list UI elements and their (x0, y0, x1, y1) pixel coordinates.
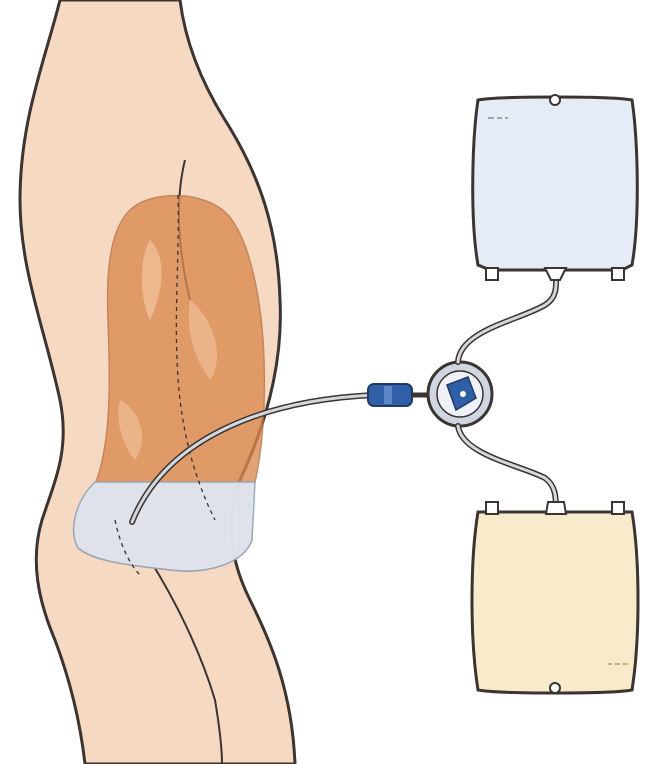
drain-bag-inlet (546, 502, 566, 514)
fluid-pool (74, 482, 255, 571)
fresh-bag-hanger-hole (550, 95, 560, 105)
tube-to-fresh-bag (458, 274, 556, 362)
valve-pin (460, 391, 466, 397)
drain-bag-port-right (612, 502, 624, 514)
drainage-bag (472, 502, 638, 693)
tube-to-drain-bag-inner (458, 426, 556, 510)
connector-band (384, 386, 392, 404)
fresh-solution-bag (473, 95, 638, 280)
drain-bag-port-left (486, 502, 498, 514)
tube-to-drain-bag (458, 426, 556, 510)
fresh-bag-body (473, 97, 638, 270)
drain-bag-hanger-hole (550, 683, 560, 693)
drain-bag-body (472, 512, 638, 693)
catheter-connector (368, 384, 412, 406)
transfer-set-valve (428, 362, 492, 426)
fresh-bag-outlet (545, 268, 566, 280)
fresh-bag-port-right (612, 268, 624, 280)
fresh-bag-port-left (486, 268, 498, 280)
